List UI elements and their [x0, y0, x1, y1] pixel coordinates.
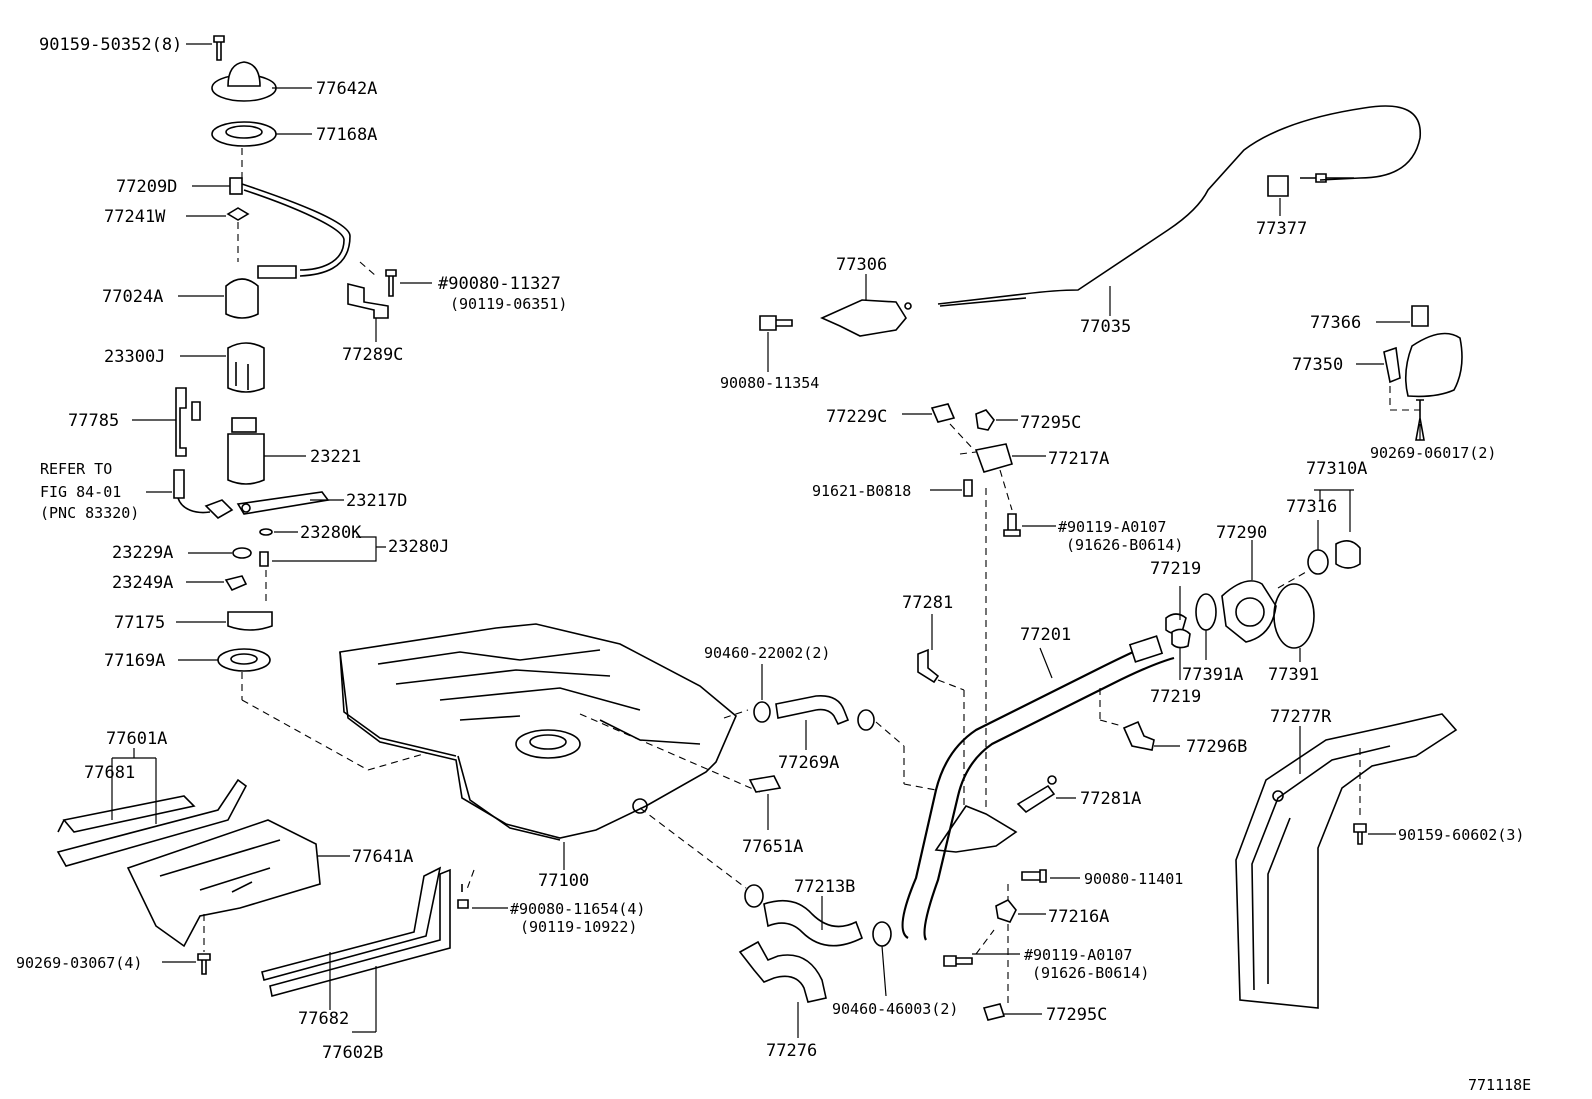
- label-90460-46003: 90460-46003(2): [832, 1000, 958, 1018]
- label-77306: 77306: [836, 255, 887, 275]
- label-91626-B0614-bottom: (91626-B0614): [1032, 964, 1149, 982]
- label-77035: 77035: [1080, 317, 1131, 337]
- label-77217A: 77217A: [1048, 449, 1109, 469]
- label-90460-22002: 90460-22002(2): [704, 644, 830, 662]
- hoses-drawing: [738, 664, 937, 1038]
- label-77651A: 77651A: [742, 837, 803, 857]
- label-77219-top: 77219: [1150, 559, 1201, 579]
- label-77310A: 77310A: [1306, 459, 1367, 479]
- label-91621-B0818: 91621-B0818: [812, 482, 911, 500]
- filler-pipe-drawing: [901, 451, 1180, 1021]
- label-77316: 77316: [1286, 497, 1337, 517]
- label-refer-fig: FIG 84-01: [40, 483, 121, 501]
- label-77641A: 77641A: [352, 847, 413, 867]
- label-90119-06351: (90119-06351): [450, 295, 567, 313]
- label-77377: 77377: [1256, 219, 1307, 239]
- label-23217D: 23217D: [346, 491, 407, 511]
- label-77601A: 77601A: [106, 729, 167, 749]
- label-77295C-top: 77295C: [1020, 413, 1081, 433]
- label-90080-11354: 90080-11354: [720, 374, 819, 392]
- label-77241W: 77241W: [104, 207, 166, 227]
- fender-protector-drawing: [1235, 713, 1458, 1009]
- label-23229A: 23229A: [112, 543, 173, 563]
- label-77281: 77281: [902, 593, 953, 613]
- label-77100: 77100: [538, 871, 589, 891]
- label-77682: 77682: [298, 1009, 349, 1029]
- label-77295C-bottom: 77295C: [1046, 1005, 1107, 1025]
- label-77216A: 77216A: [1048, 907, 1109, 927]
- label-77024A: 77024A: [102, 287, 163, 307]
- part-labels: 90159-50352(8) 77642A 77168A 77209D 7724…: [16, 35, 1531, 1094]
- label-77168A: 77168A: [316, 125, 377, 145]
- filler-neck-parts-drawing: [902, 403, 1361, 680]
- label-90269-06017: 90269-06017(2): [1370, 444, 1496, 462]
- label-90080-11401: 90080-11401: [1084, 870, 1183, 888]
- label-77785: 77785: [68, 411, 119, 431]
- label-77281A: 77281A: [1080, 789, 1141, 809]
- label-23300J: 23300J: [104, 347, 165, 367]
- label-91626-B0614-top: (91626-B0614): [1066, 536, 1183, 554]
- label-90080-11654: #90080-11654(4): [510, 900, 645, 918]
- label-77296B: 77296B: [1186, 737, 1247, 757]
- label-23280K: 23280K: [300, 523, 362, 543]
- label-77269A: 77269A: [778, 753, 839, 773]
- label-refer-to: REFER TO: [40, 460, 112, 478]
- label-77201: 77201: [1020, 625, 1071, 645]
- label-77169A: 77169A: [104, 651, 165, 671]
- fuel-tank-drawing: [339, 623, 782, 889]
- label-90269-03067: 90269-03067(4): [16, 954, 142, 972]
- label-refer-pnc: (PNC 83320): [40, 504, 139, 522]
- label-23221: 23221: [310, 447, 361, 467]
- label-77391A: 77391A: [1182, 665, 1243, 685]
- label-77290: 77290: [1216, 523, 1267, 543]
- label-90119-10922: (90119-10922): [520, 918, 637, 936]
- label-77681: 77681: [84, 763, 135, 783]
- label-77350: 77350: [1292, 355, 1343, 375]
- label-77277R: 77277R: [1270, 707, 1332, 727]
- fuel-lid-cable-drawing: [759, 105, 1463, 441]
- label-77219-bottom: 77219: [1150, 687, 1201, 707]
- label-90159-50352: 90159-50352(8): [39, 35, 182, 55]
- label-90119-A0107-top: #90119-A0107: [1058, 518, 1166, 536]
- label-77175: 77175: [114, 613, 165, 633]
- label-77366: 77366: [1310, 313, 1361, 333]
- label-23280J: 23280J: [388, 537, 449, 557]
- label-23249A: 23249A: [112, 573, 173, 593]
- figure-id: 771118E: [1468, 1076, 1531, 1094]
- label-77289C: 77289C: [342, 345, 403, 365]
- label-77276: 77276: [766, 1041, 817, 1061]
- label-90159-60602: 90159-60602(3): [1398, 826, 1524, 844]
- label-77209D: 77209D: [116, 177, 177, 197]
- label-77213B: 77213B: [794, 877, 855, 897]
- label-90080-11327: #90080-11327: [438, 274, 561, 294]
- label-90119-A0107-bottom: #90119-A0107: [1024, 946, 1132, 964]
- label-77602B: 77602B: [322, 1043, 383, 1063]
- label-77391: 77391: [1268, 665, 1319, 685]
- straps-protectors-drawing: [56, 748, 508, 1033]
- label-77229C: 77229C: [826, 407, 887, 427]
- label-77642A: 77642A: [316, 79, 377, 99]
